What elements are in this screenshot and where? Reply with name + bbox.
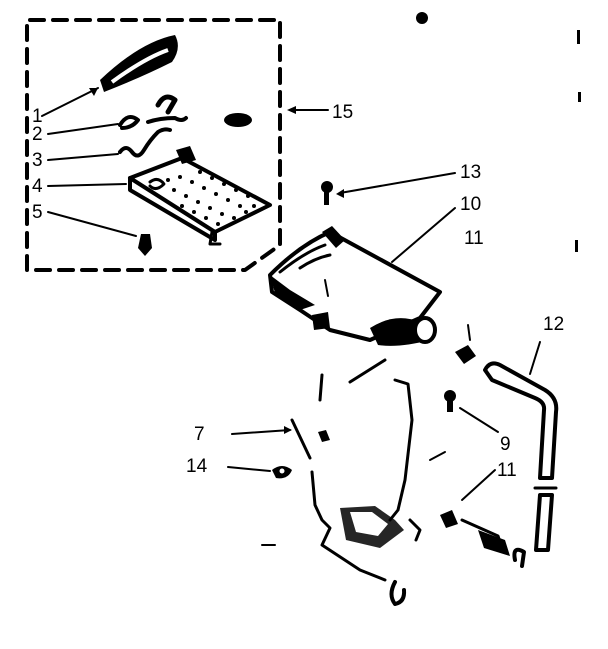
callout-10: 10 (460, 194, 481, 215)
callout-12: 12 (543, 314, 564, 335)
callout-11-lower: 11 (497, 460, 517, 481)
callout-13: 13 (460, 162, 481, 183)
hinge-clip-icon (118, 94, 188, 130)
drain-hose-icon (483, 361, 559, 552)
tub-housing-icon (268, 226, 442, 346)
lever-icon (290, 418, 330, 460)
screw-icon (444, 390, 456, 412)
callout-7: 7 (194, 424, 205, 445)
perforated-grille-icon (128, 146, 272, 246)
leader-lines (41, 87, 541, 501)
assembly-kit-boundary (25, 18, 282, 272)
callout-14: 14 (186, 456, 208, 477)
callout-4: 4 (32, 176, 43, 197)
screw-icon (321, 181, 333, 205)
hose-end-icon (440, 510, 526, 568)
grille-handle-icon (100, 35, 178, 92)
callout-15: 15 (332, 102, 353, 123)
callout-3: 3 (32, 150, 43, 171)
callout-labels: 1 2 3 4 5 15 13 10 11 12 7 14 9 11 (32, 102, 564, 481)
callout-2: 2 (32, 124, 43, 145)
spring-clip-icon (118, 127, 172, 158)
fastener-nut-icon (224, 113, 252, 127)
scan-artifact-marks (416, 12, 581, 252)
mounting-bracket-icon (261, 358, 446, 606)
hose-clamp-icon (455, 324, 476, 364)
callout-1: 1 (32, 106, 43, 127)
washer-icon (272, 466, 292, 479)
callout-9: 9 (500, 434, 511, 455)
callout-5: 5 (32, 202, 43, 223)
screw-icon (138, 234, 152, 256)
callout-11-upper: 11 (464, 228, 484, 249)
